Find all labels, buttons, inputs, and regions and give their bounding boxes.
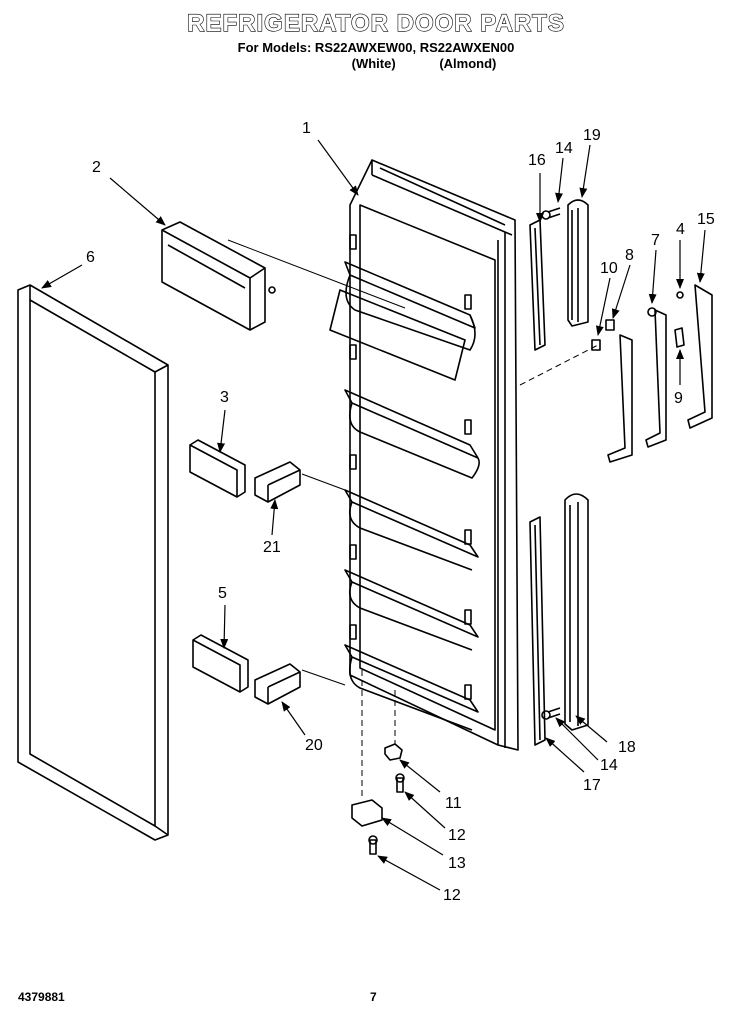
- callout-5: 5: [218, 585, 227, 602]
- callout-15: 15: [697, 211, 715, 228]
- callout-18: 18: [618, 739, 636, 756]
- callout-7: 7: [651, 232, 660, 249]
- trim-strip-16: [529, 219, 546, 351]
- callout-8: 8: [625, 247, 634, 264]
- color-line: (White) (Almond): [0, 56, 752, 71]
- callout-3: 3: [220, 389, 229, 406]
- document-number: 4379881: [18, 990, 65, 1004]
- screw-14: [541, 207, 561, 720]
- dairy-door-bin: [161, 221, 406, 331]
- shelf-end-cap-21: [254, 461, 346, 503]
- handle-bracket-parts: [519, 284, 713, 463]
- models-line: For Models: RS22AWXEW00, RS22AWXEN00: [237, 40, 515, 55]
- callout-20: 20: [305, 737, 323, 754]
- color-almond: (Almond): [439, 56, 497, 71]
- callout-10: 10: [600, 260, 618, 277]
- callout-14a: 14: [555, 140, 573, 157]
- callout-leaders: [41, 139, 706, 891]
- door-liner: [329, 159, 519, 751]
- callout-12b: 12: [443, 887, 461, 904]
- page-number: 7: [370, 990, 377, 1004]
- callout-13: 13: [448, 855, 466, 872]
- shelf-insert-3: [189, 439, 246, 498]
- callout-1: 1: [302, 120, 311, 137]
- callout-11: 11: [445, 795, 462, 812]
- callout-9: 9: [674, 390, 683, 407]
- callout-6: 6: [86, 249, 95, 266]
- trim-strip-17: [529, 516, 546, 746]
- callout-14b: 14: [600, 757, 618, 774]
- handle-19: [567, 199, 589, 327]
- shelf-end-cap-20: [254, 663, 346, 705]
- callout-19: 19: [583, 127, 601, 144]
- page-title: REFRIGERATOR DOOR PARTS: [187, 9, 565, 37]
- callout-2: 2: [92, 159, 101, 176]
- callout-4: 4: [676, 221, 685, 238]
- color-white: (White): [351, 56, 396, 71]
- callout-labels: 1 2 3 4 5 6 7 8 9 10 11 12 12 13 14 14 1…: [86, 120, 715, 904]
- callout-16: 16: [528, 152, 546, 169]
- callout-21: 21: [263, 539, 281, 556]
- handle-18: [564, 493, 589, 731]
- door-gasket: [17, 284, 169, 841]
- callout-12a: 12: [448, 827, 466, 844]
- callout-17: 17: [583, 777, 601, 794]
- shelf-insert-5: [192, 634, 249, 693]
